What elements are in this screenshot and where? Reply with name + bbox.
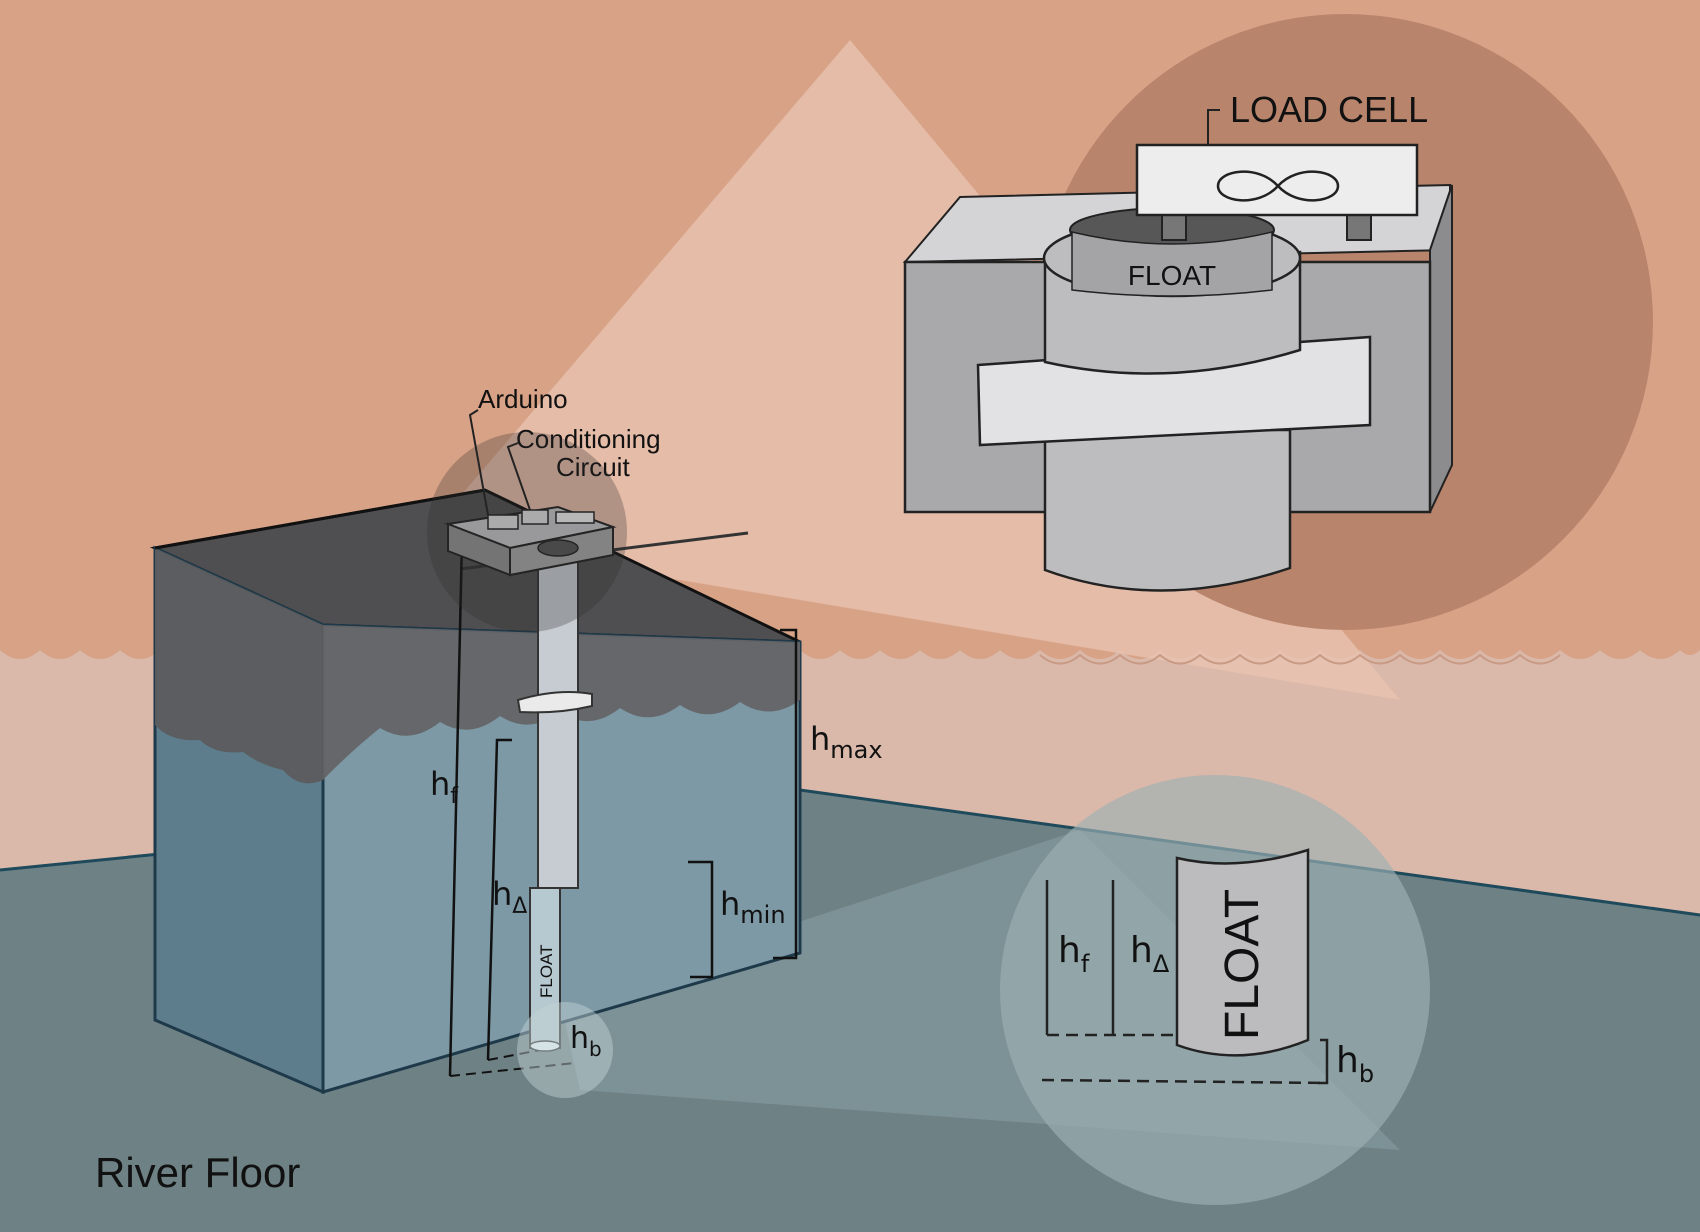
zoom-float-label: FLOAT (1216, 889, 1269, 1040)
top-detail-highlight (427, 432, 627, 632)
arduino-label: Arduino (478, 384, 568, 414)
float-rod-label: FLOAT (537, 944, 556, 998)
float-cylinder-lower (1045, 430, 1290, 591)
load-cell-bar (1137, 145, 1417, 215)
river-floor-label: River Floor (95, 1149, 300, 1196)
float-top-label: FLOAT (1128, 260, 1216, 291)
load-cell-label: LOAD CELL (1230, 89, 1428, 130)
